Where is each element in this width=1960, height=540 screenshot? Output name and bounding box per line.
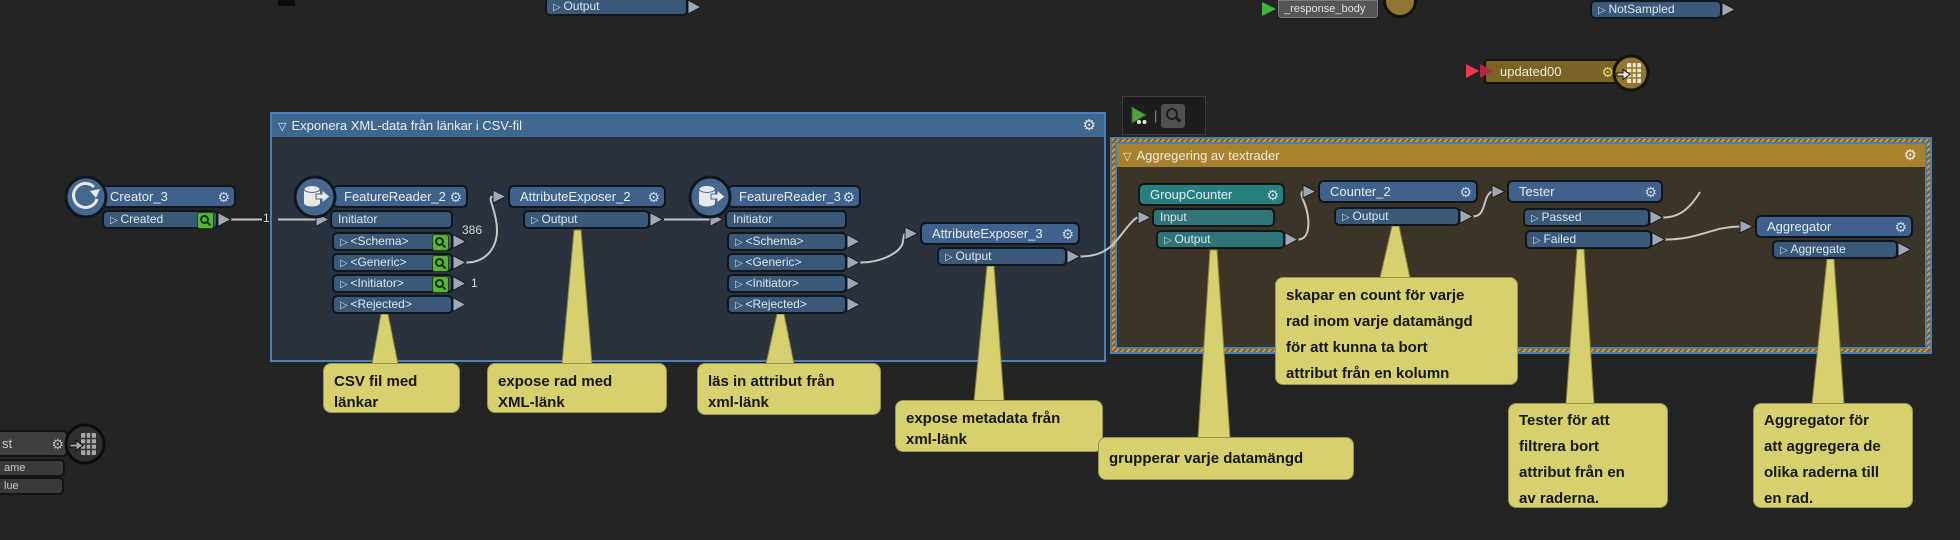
partial-writer-title[interactable]: st ⚙ xyxy=(0,430,68,457)
inspect-button[interactable] xyxy=(1161,103,1186,128)
port-initiator-out[interactable]: <Initiator> xyxy=(332,274,453,293)
port-generic[interactable]: <Generic> xyxy=(332,253,453,272)
writer-icon-partial[interactable] xyxy=(1383,0,1417,18)
run-arrow-icon xyxy=(1262,2,1276,16)
annotation-expose-meta[interactable]: expose metadata från xml-länk xyxy=(895,400,1103,452)
port-initiator-in[interactable]: Initiator xyxy=(330,210,453,229)
annotation-tester[interactable]: Tester för att filtrera bort attribut fr… xyxy=(1508,403,1668,508)
writer-table-icon[interactable] xyxy=(1612,54,1650,97)
gear-icon[interactable]: ⚙ xyxy=(51,436,64,452)
port-output[interactable]: Output xyxy=(1156,230,1285,249)
inspect-magnifier-icon[interactable] xyxy=(432,276,449,293)
node-title: Counter_2 xyxy=(1330,184,1391,199)
feature-count-created: 1 xyxy=(263,211,270,225)
annotation-aggregator[interactable]: Aggregator för att aggregera de olika ra… xyxy=(1753,403,1913,508)
node-title: updated00 xyxy=(1500,64,1562,79)
annotation-las-in[interactable]: läs in attribut från xml-länk xyxy=(697,363,881,415)
creator-icon[interactable] xyxy=(64,175,108,224)
node-attributeexposer-3[interactable]: AttributeExposer_3 xyxy=(920,222,1080,245)
annotation-expose-rad[interactable]: expose rad med XML-länk xyxy=(487,363,667,413)
gear-icon[interactable] xyxy=(217,188,230,207)
gear-icon[interactable] xyxy=(647,188,660,207)
port-generic[interactable]: <Generic> xyxy=(727,253,847,272)
run-to-node-icon[interactable] xyxy=(1128,105,1150,127)
gear-icon[interactable] xyxy=(449,188,462,207)
gear-icon[interactable] xyxy=(1644,183,1657,202)
port-schema[interactable]: <Schema> xyxy=(332,232,453,251)
node-counter-2[interactable]: Counter_2 xyxy=(1318,180,1478,203)
bookmark-title: Exponera XML-data från länkar i CSV-fil xyxy=(291,118,522,133)
gear-icon[interactable] xyxy=(1904,144,1917,167)
featurereader-icon[interactable] xyxy=(688,175,732,224)
node-tester[interactable]: Tester xyxy=(1507,180,1663,203)
node-featurereader-2[interactable]: FeatureReader_2 xyxy=(332,185,468,208)
partial-writer-attribute[interactable]: ame xyxy=(0,459,65,477)
node-title: FeatureReader_3 xyxy=(739,189,841,204)
node-title: AttributeExposer_3 xyxy=(932,226,1043,241)
node-title: GroupCounter xyxy=(1150,187,1233,202)
gear-icon[interactable] xyxy=(842,188,855,207)
breakpoint-arrow-icon-dark xyxy=(1480,64,1493,78)
inspect-magnifier-icon[interactable] xyxy=(197,212,214,229)
port-rejected[interactable]: <Rejected> xyxy=(727,295,847,314)
node-featurereader-3[interactable]: FeatureReader_3 xyxy=(727,185,861,208)
node-title: FeatureReader_2 xyxy=(344,189,446,204)
inspect-magnifier-icon[interactable] xyxy=(432,234,449,251)
bookmark-title-bar[interactable]: ▽ Aggregering av textrader xyxy=(1117,144,1925,167)
node-title: Tester xyxy=(1519,184,1555,199)
collapse-triangle-icon[interactable]: ▽ xyxy=(278,121,287,133)
port-aggregate[interactable]: Aggregate xyxy=(1772,240,1898,259)
gear-icon[interactable] xyxy=(1083,114,1096,137)
gear-icon[interactable] xyxy=(1459,183,1472,202)
writer-table-icon[interactable] xyxy=(64,423,106,470)
feature-count-initiator: 1 xyxy=(471,276,478,290)
annotation-csv[interactable]: CSV fil med länkar xyxy=(323,363,460,413)
port-initiator-out[interactable]: <Initiator> xyxy=(727,274,847,293)
node-hover-toolbar: | xyxy=(1122,96,1206,135)
gear-icon[interactable] xyxy=(1266,186,1279,205)
port-output[interactable]: Output xyxy=(1334,207,1460,226)
node-updated00[interactable]: updated00 xyxy=(1484,59,1620,84)
feature-count-generic: 386 xyxy=(462,223,483,237)
node-title: Creator_3 xyxy=(110,189,168,204)
gear-icon[interactable] xyxy=(1894,218,1907,237)
port-initiator-in[interactable]: Initiator xyxy=(725,210,847,229)
response-body-attribute[interactable]: _response_body xyxy=(1278,0,1378,18)
node-attributeexposer-2[interactable]: AttributeExposer_2 xyxy=(508,185,666,208)
annotation-grupperar[interactable]: grupperar varje datamängd xyxy=(1098,437,1354,480)
cut-off-node-fragment xyxy=(278,0,295,6)
port-rejected[interactable]: <Rejected> xyxy=(332,295,453,314)
collapse-triangle-icon[interactable]: ▽ xyxy=(1123,151,1132,163)
node-creator-3[interactable]: Creator_3 xyxy=(98,185,236,208)
node-title: Aggregator xyxy=(1767,219,1832,234)
featurereader-icon[interactable] xyxy=(293,175,337,224)
annotation-skapar[interactable]: skapar en count för varje rad inom varje… xyxy=(1275,277,1518,385)
bookmark-title: Aggregering av textrader xyxy=(1136,148,1280,163)
bookmark-title-bar[interactable]: ▽ Exponera XML-data från länkar i CSV-fil xyxy=(272,114,1104,137)
port-input[interactable]: Input xyxy=(1152,208,1275,227)
port-created[interactable]: Created xyxy=(102,210,218,229)
node-groupcounter[interactable]: GroupCounter xyxy=(1138,183,1285,206)
toolbar-separator: | xyxy=(1154,108,1158,123)
port-failed[interactable]: Failed xyxy=(1525,230,1652,249)
gear-icon[interactable] xyxy=(1061,225,1074,244)
port-output[interactable]: Output xyxy=(937,247,1067,266)
inspect-magnifier-icon[interactable] xyxy=(432,255,449,272)
partial-writer-attribute[interactable]: lue xyxy=(0,477,64,495)
breakpoint-arrow-icon xyxy=(1466,64,1479,78)
port-output[interactable]: Output xyxy=(523,210,650,229)
port-passed[interactable]: Passed xyxy=(1523,208,1650,227)
port-notsampled[interactable]: NotSampled xyxy=(1590,0,1722,19)
port-output-top-partial[interactable]: Output xyxy=(545,0,688,16)
port-schema[interactable]: <Schema> xyxy=(727,232,847,251)
node-title: AttributeExposer_2 xyxy=(520,189,631,204)
node-aggregator[interactable]: Aggregator xyxy=(1755,215,1913,238)
